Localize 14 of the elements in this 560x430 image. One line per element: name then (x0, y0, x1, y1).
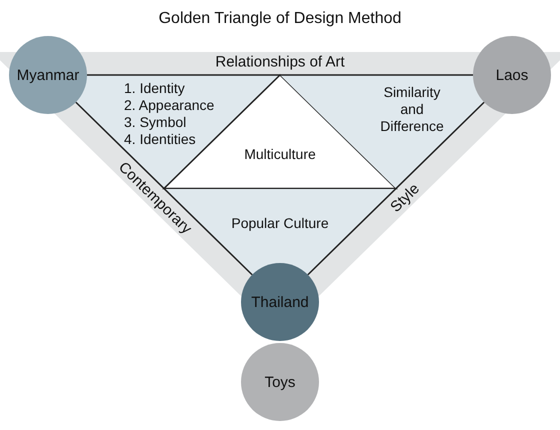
region-label: 1. Identity (124, 80, 186, 97)
circle-node: Laos (473, 36, 551, 114)
circle-node: Toys (241, 343, 319, 421)
region-label: Popular Culture (230, 215, 330, 232)
region-label: 3. Symbol (124, 114, 188, 131)
region-label: 4. Identities (124, 131, 197, 148)
region-label: 2. Appearance (124, 97, 214, 114)
region-label: Similarity and Difference (379, 84, 445, 135)
connector-line (307, 102, 485, 276)
connector-line (87, 74, 473, 76)
circle-node: Myanmar (9, 36, 87, 114)
connector-line (75, 102, 253, 276)
diagram-title: Golden Triangle of Design Method (158, 10, 402, 28)
region-label: Multiculture (243, 146, 317, 163)
